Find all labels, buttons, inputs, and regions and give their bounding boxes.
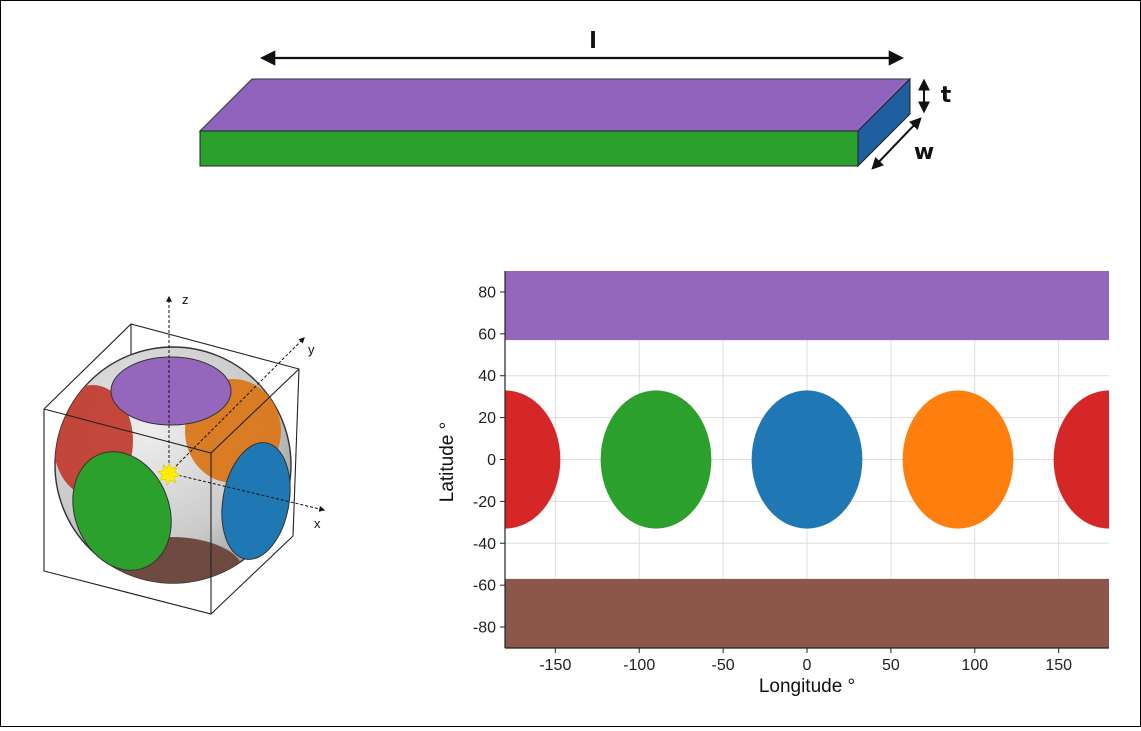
y-tick-labels: 80 60 40 20 0 -20 -40 -60 -80: [473, 284, 505, 637]
slab-diagram: l t w: [198, 29, 952, 170]
sphere-diagram: z y x: [43, 292, 326, 615]
y-tick-label: 0: [487, 452, 496, 469]
y-tick-label: 60: [478, 326, 496, 343]
sphere-axes: [166, 295, 326, 512]
x-tick-label: 100: [961, 657, 988, 674]
blue-detector-patch: [221, 442, 291, 560]
y-tick-label: -20: [473, 494, 496, 511]
x-axis-title: Longitude °: [759, 676, 855, 697]
cube-front-edges: [43, 368, 300, 615]
region-ellipse-5: [902, 390, 1014, 529]
source-star-icon: [157, 462, 181, 486]
region-ellipse-6: [1053, 390, 1109, 529]
thickness-label: t: [941, 83, 952, 108]
length-label: l: [589, 29, 597, 54]
y-tick-label: -40: [473, 536, 496, 553]
y-axis-label: y: [308, 342, 315, 357]
region-ellipse-2: [505, 390, 561, 529]
slab-top-face: [198, 78, 912, 132]
green-detector-patch: [72, 451, 172, 571]
y-tick-label: -60: [473, 578, 496, 595]
width-label: w: [914, 140, 934, 165]
y-tick-label: 20: [478, 410, 496, 427]
y-tick-label: -80: [473, 620, 496, 637]
width-dimension-arrow: [871, 117, 922, 170]
x-tick-labels: -150 -100 -50 0 50 100 150: [539, 648, 1072, 674]
x-tick-label: -50: [712, 657, 735, 674]
x-tick-label: -150: [539, 657, 571, 674]
z-axis-label: z: [182, 292, 189, 307]
x-tick-label: -100: [623, 657, 655, 674]
y-tick-label: 40: [478, 368, 496, 385]
x-tick-label: 0: [803, 657, 812, 674]
regions: [505, 271, 1109, 648]
region-band-0: [505, 271, 1109, 341]
y-axis-title: Latitude °: [437, 422, 458, 503]
x-tick-label: 50: [882, 657, 900, 674]
purple-detector-patch: [110, 356, 232, 426]
region-ellipse-3: [600, 390, 712, 529]
region-band-1: [505, 578, 1109, 648]
slab-front-face: [199, 130, 859, 167]
x-axis-label: x: [314, 516, 321, 531]
x-tick-label: 150: [1045, 657, 1072, 674]
y-tick-label: 80: [478, 284, 496, 301]
latlon-chart: 80 60 40 20 0 -20 -40 -60 -80 -150 -100 -50 0 50 100 1…: [437, 271, 1109, 697]
region-ellipse-4: [751, 390, 863, 529]
